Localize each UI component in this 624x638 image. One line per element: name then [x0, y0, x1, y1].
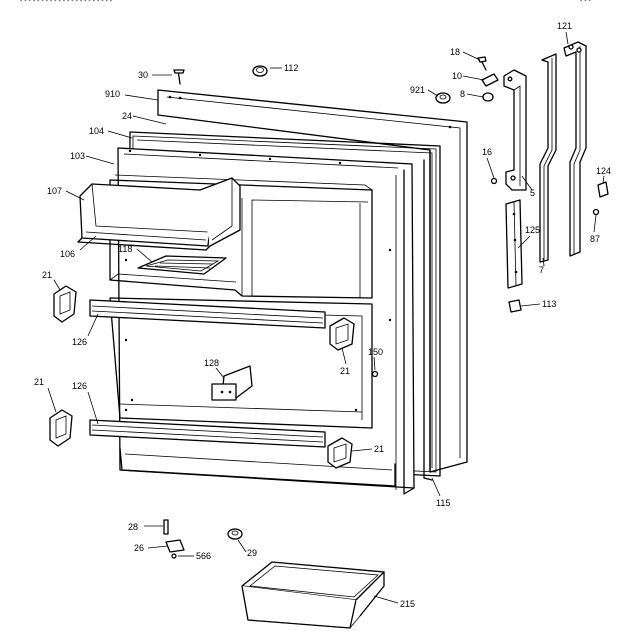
callout-124: 124: [596, 166, 611, 176]
callout-113: 113: [542, 299, 556, 309]
spacer-113: [508, 299, 522, 313]
callout-21-right-lower: 21: [374, 444, 384, 454]
callout-26: 26: [134, 543, 144, 553]
screw-566: [171, 553, 177, 559]
callout-107: 107: [47, 186, 62, 196]
hinge-plate-125: [505, 199, 523, 289]
door-bin-215: [241, 561, 385, 629]
callout-115: 115: [436, 498, 450, 508]
screw-16: [490, 177, 498, 185]
upper-shelf-bar: [89, 299, 326, 329]
shelf-clip-right-upper: [329, 317, 355, 351]
screw-87: [592, 208, 600, 216]
bushing-8: [482, 92, 494, 102]
screw-18: [477, 56, 487, 71]
callout-10: 10: [452, 71, 462, 81]
callout-30: 30: [138, 70, 148, 80]
callout-910: 910: [105, 89, 120, 99]
upper-recess: [109, 174, 373, 299]
callout-128: 128: [204, 358, 219, 368]
screw-150: [371, 370, 379, 378]
callout-labels: 30 112 910 24 104 103 107 106 118 21 126…: [34, 21, 611, 609]
cap-124: [597, 181, 609, 198]
callout-126-lower: 126: [72, 381, 87, 391]
callout-150: 150: [368, 347, 383, 357]
callout-5: 5: [530, 188, 535, 198]
callout-215: 215: [400, 599, 415, 609]
plate-26: [165, 539, 185, 553]
callout-21-right-upper: 21: [340, 366, 350, 376]
hinge-bracket-5: [503, 69, 527, 191]
callout-104: 104: [89, 126, 104, 136]
handle-trim-121: [563, 41, 587, 257]
shelf-clip-left-upper: [53, 285, 77, 323]
shelf-bracket-118: [137, 255, 227, 275]
callout-87: 87: [590, 234, 600, 244]
lower-shelf-bar: [89, 419, 326, 448]
callout-18: 18: [450, 47, 460, 57]
callout-21-left-upper: 21: [42, 270, 52, 280]
bottom-lip: [119, 447, 396, 487]
callout-566: 566: [196, 551, 211, 561]
callout-21-left-lower: 21: [34, 377, 44, 387]
callout-16: 16: [482, 147, 492, 157]
door-handle-7: [539, 53, 557, 263]
callout-29: 29: [247, 548, 257, 558]
callout-121: 121: [557, 21, 572, 31]
callout-106: 106: [60, 249, 75, 259]
callout-112: 112: [284, 63, 298, 73]
screw-30: [173, 69, 185, 85]
plug-112: [252, 65, 268, 77]
nut-29: [227, 528, 243, 540]
callout-28: 28: [128, 522, 138, 532]
shelf-clip-right-lower: [327, 437, 353, 469]
callout-921: 921: [410, 85, 425, 95]
callout-7: 7: [539, 265, 544, 275]
pin-28: [163, 519, 169, 535]
callout-24: 24: [122, 111, 132, 121]
door-gasket: [127, 131, 441, 481]
bracket-128: [211, 365, 253, 401]
callout-103: 103: [70, 151, 85, 161]
shelf-clip-left-lower: [49, 409, 73, 447]
callout-126-upper: 126: [72, 337, 87, 347]
plug-921: [435, 92, 451, 104]
callout-125: 125: [525, 225, 540, 235]
dairy-compartment: [77, 177, 241, 251]
callout-118: 118: [118, 244, 132, 254]
part-10: [481, 73, 499, 87]
leader-lines: [47, 31, 605, 604]
header-fragment: - - - - - - - - - - - - - - - - - - - - …: [20, 0, 113, 5]
corner-fragment: - - -: [580, 0, 592, 5]
callout-8: 8: [460, 89, 465, 99]
